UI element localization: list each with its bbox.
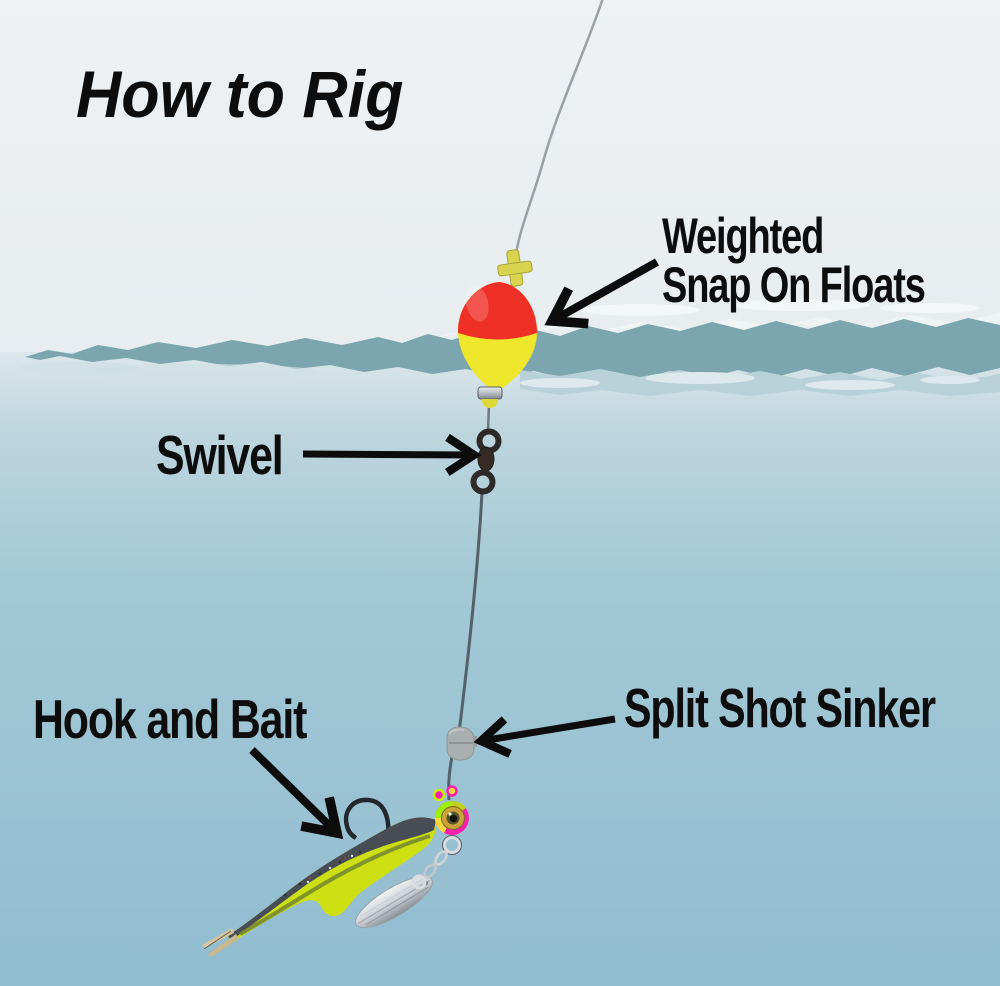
page-title: How to Rig bbox=[76, 57, 404, 131]
lure-hook-and-bait bbox=[202, 785, 469, 957]
blade-swivel-chain bbox=[411, 835, 462, 890]
arrow-to-hook-and-bait bbox=[249, 747, 344, 840]
jig-head bbox=[432, 785, 469, 835]
label-weighted-line2: Snap On Floats bbox=[662, 257, 926, 313]
label-weighted-snap-on-floats: Weighted Snap On Floats bbox=[662, 208, 926, 313]
label-swivel: Swivel bbox=[156, 424, 284, 486]
fishing-line bbox=[447, 0, 604, 801]
weighted-snap-on-float bbox=[458, 249, 538, 408]
label-weighted-line1: Weighted bbox=[662, 208, 824, 264]
hook bbox=[343, 797, 391, 848]
annotation-arrows bbox=[249, 258, 659, 840]
background-water bbox=[0, 352, 1000, 986]
soft-plastic-bait-fish bbox=[202, 817, 437, 957]
label-hook-and-bait: Hook and Bait bbox=[33, 688, 307, 750]
arrow-to-float bbox=[544, 258, 659, 329]
arrow-to-swivel bbox=[302, 433, 482, 476]
label-split-shot-sinker: Split Shot Sinker bbox=[624, 677, 936, 739]
arrow-to-split-shot bbox=[473, 715, 616, 758]
